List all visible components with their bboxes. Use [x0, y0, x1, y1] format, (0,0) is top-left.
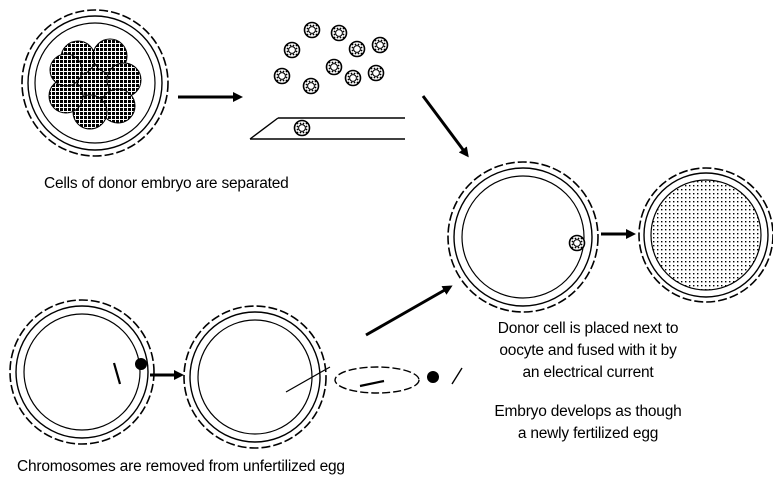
embryo-cell-mass	[49, 39, 141, 129]
caption-chromosomes: Chromosomes are removed from unfertilize…	[17, 456, 345, 478]
arrow-to-fusion-lower	[366, 287, 450, 335]
donor-pipette	[250, 118, 405, 139]
caption-donor-cells: Cells of donor embryo are separated	[44, 173, 289, 195]
separated-cells	[275, 23, 388, 94]
unfertilized-egg	[10, 300, 154, 444]
enucleated-egg	[184, 306, 326, 448]
caption-fusion: Donor cell is placed next to oocyte and …	[476, 318, 700, 384]
caption-develops: Embryo develops as though a newly fertil…	[476, 401, 700, 445]
developing-embryo	[639, 168, 773, 302]
arrow-to-fusion	[423, 96, 467, 155]
caption-develops-line2: a newly fertilized egg	[476, 423, 700, 445]
chromosome-dot	[135, 358, 147, 370]
caption-fusion-line2: oocyte and fused with it by	[476, 340, 700, 362]
fusion-egg	[448, 162, 598, 312]
donor-embryo	[22, 10, 168, 156]
fused-donor-cell	[570, 236, 585, 251]
caption-develops-line1: Embryo develops as though	[476, 401, 700, 423]
micropipette-tip	[114, 363, 120, 384]
caption-fusion-line3: an electrical current	[476, 362, 700, 384]
caption-fusion-line1: Donor cell is placed next to	[476, 318, 700, 340]
removed-chromosome	[427, 371, 439, 383]
